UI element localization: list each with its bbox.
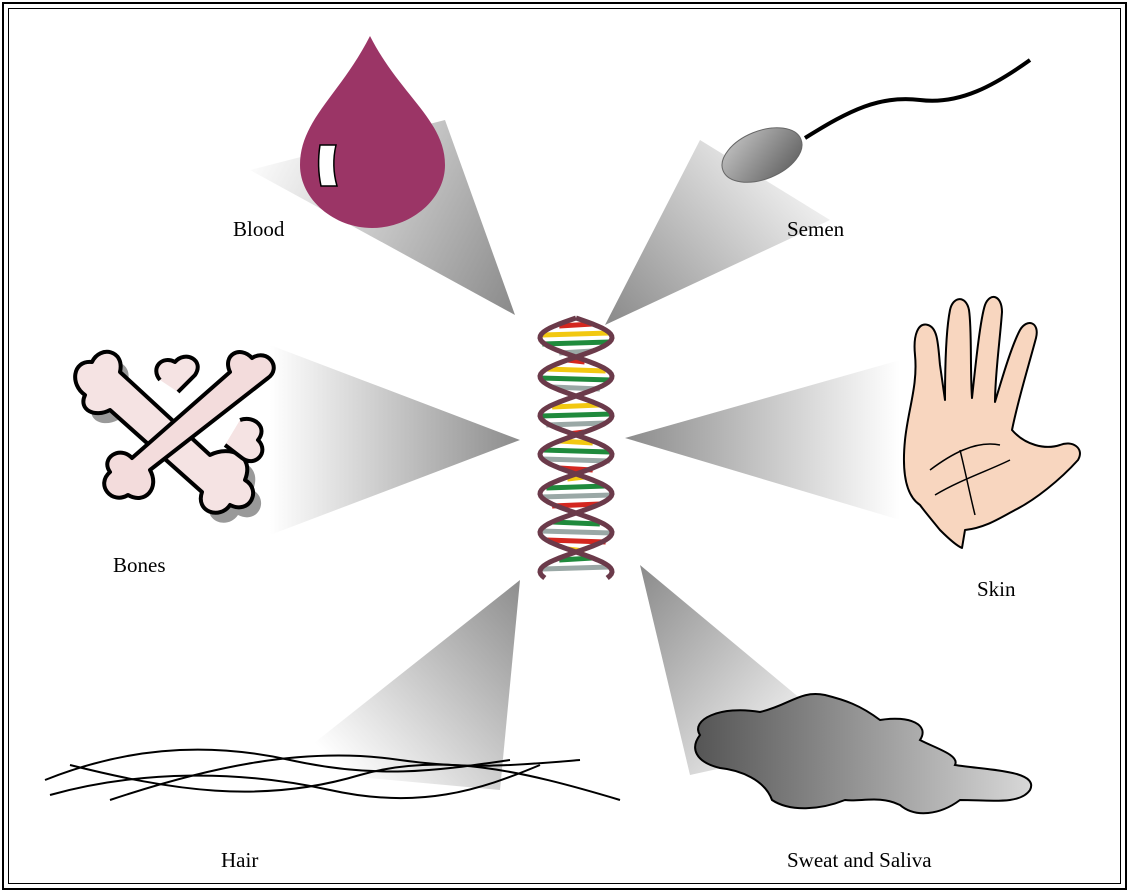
- dna-double-helix-icon: [540, 318, 612, 578]
- dna-rung: [540, 495, 611, 497]
- dna-rung: [540, 414, 611, 416]
- hand-icon: [904, 297, 1080, 548]
- label-skin: Skin: [977, 577, 1016, 602]
- beam-hair: [280, 580, 520, 790]
- dna-rung: [542, 333, 609, 335]
- label-semen: Semen: [787, 217, 844, 242]
- dna-rung: [542, 459, 609, 461]
- dna-rung: [540, 531, 611, 533]
- dna-rung: [552, 405, 600, 407]
- dna-rung: [542, 342, 609, 344]
- bones-icon: [75, 352, 274, 523]
- dna-rung: [552, 522, 600, 524]
- label-blood: Blood: [233, 217, 284, 242]
- dna-rung: [546, 369, 605, 371]
- label-sweat-and-saliva: Sweat and Saliva: [787, 848, 932, 873]
- beam-bones: [270, 345, 520, 535]
- dna-rung: [540, 378, 611, 380]
- sperm-icon: [714, 60, 1030, 193]
- dna-rung: [542, 450, 609, 452]
- dna-rung: [546, 486, 605, 488]
- beam-skin: [625, 360, 900, 520]
- label-hair: Hair: [221, 848, 258, 873]
- sweat-puddle-icon: [695, 694, 1031, 813]
- dna-rung: [542, 567, 609, 569]
- label-bones: Bones: [113, 553, 166, 578]
- blood-drop-icon: [300, 36, 445, 228]
